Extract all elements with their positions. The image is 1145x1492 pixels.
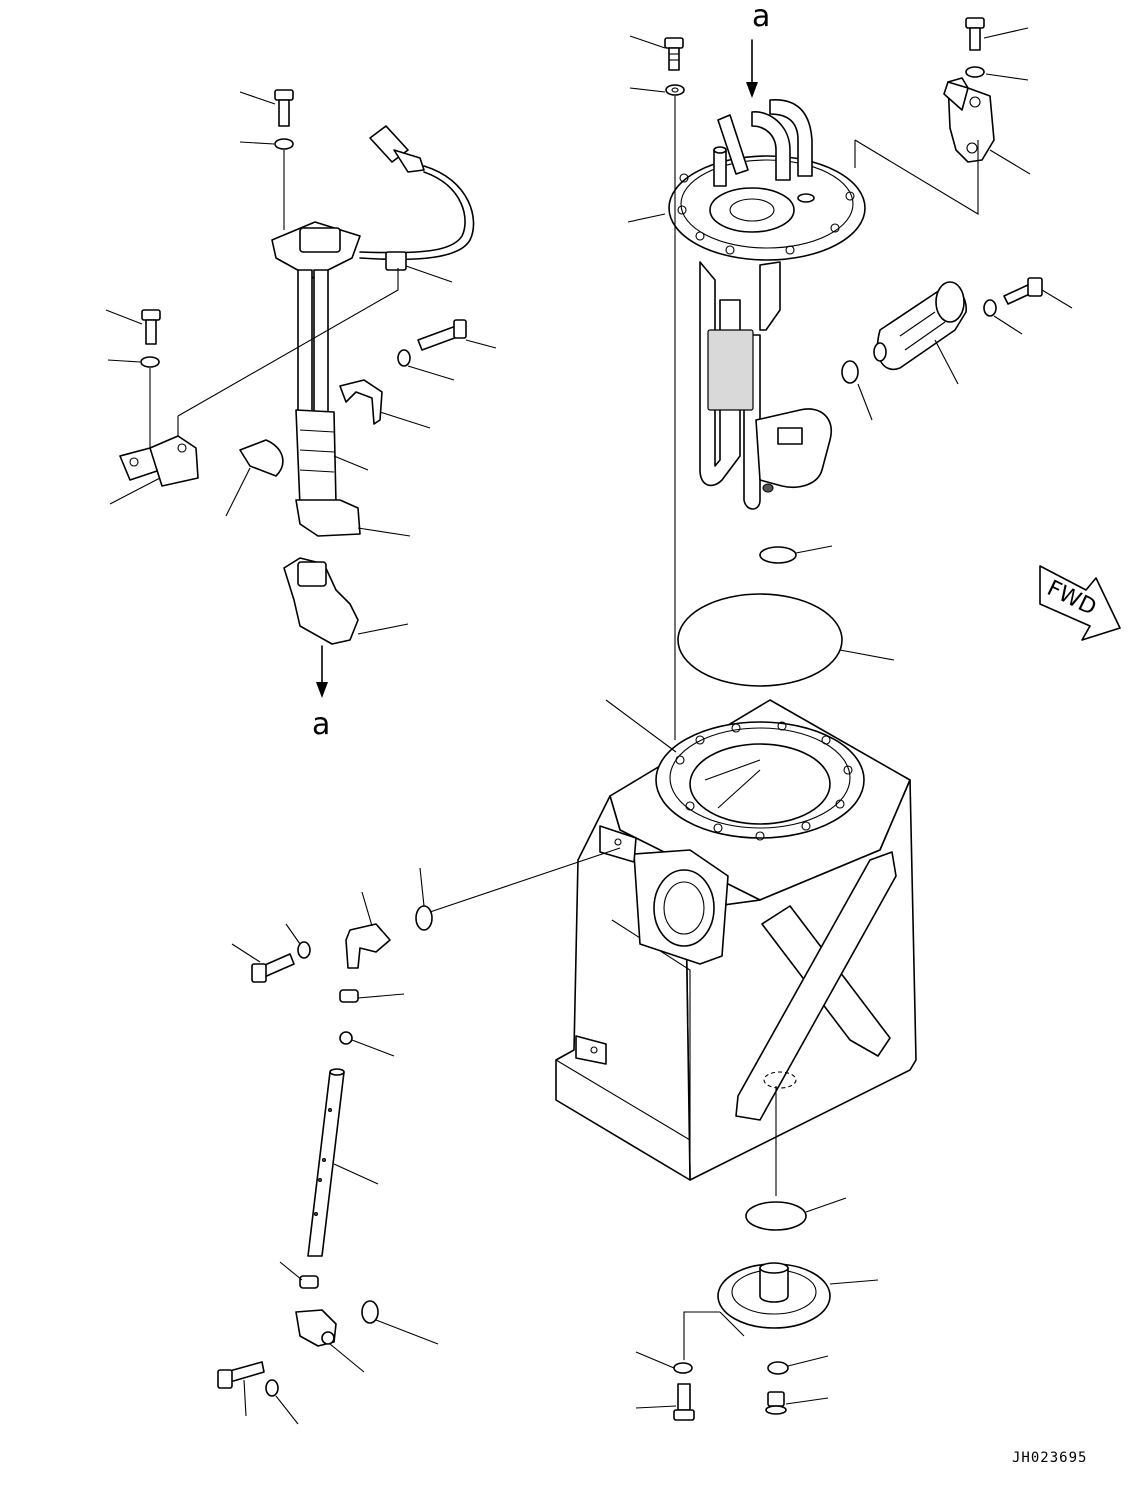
bolt-lower-elbow xyxy=(217,1361,265,1417)
pipe-elbow-lower xyxy=(295,1309,365,1373)
bolt-clamp xyxy=(417,319,497,351)
fuel-tank-body xyxy=(555,699,917,1196)
flange-leader xyxy=(627,213,666,223)
bolt-left-bracket xyxy=(105,309,161,345)
tank-leader xyxy=(605,699,677,753)
bolt-top-left xyxy=(239,89,294,127)
forward-direction-arrow: FWD xyxy=(1039,565,1121,641)
hose-clamp-lower xyxy=(279,1261,319,1289)
connector-housing xyxy=(283,557,409,645)
washer-side-port xyxy=(285,923,311,959)
return-pipe xyxy=(307,1068,379,1257)
drain-gasket xyxy=(745,1197,847,1231)
seal-small-filter xyxy=(759,545,833,564)
fuel-level-sensor xyxy=(271,125,475,537)
clamp-small xyxy=(225,439,284,517)
drain-valve xyxy=(683,1262,879,1360)
pump-sender-flange xyxy=(668,99,866,510)
washer-top-center xyxy=(629,84,685,740)
washer-left-bracket xyxy=(107,356,160,456)
svg-text:a: a xyxy=(752,0,770,34)
o-ring-drain xyxy=(767,1355,829,1375)
bolt-top-right xyxy=(965,17,1029,51)
washer-top-left xyxy=(239,138,294,230)
hose-clamp-upper xyxy=(339,989,405,1003)
bolt-pump-right xyxy=(1003,277,1073,309)
bolt-top-center xyxy=(629,35,684,71)
mounting-bracket-top-right xyxy=(854,77,1031,215)
o-ring-small-pump xyxy=(841,360,873,421)
o-ring-side-port xyxy=(415,847,621,931)
o-ring-lower-elbow xyxy=(361,1300,439,1345)
washer-top-right xyxy=(965,66,1029,81)
plug-small xyxy=(339,1031,395,1057)
bolt-drain xyxy=(635,1383,695,1421)
pipe-elbow-upper xyxy=(345,891,391,969)
sensor-mounting-bracket xyxy=(109,268,399,505)
bolt-side-port xyxy=(231,943,295,983)
washer-pump-right xyxy=(983,299,1023,335)
gasket-large-flange xyxy=(677,593,895,687)
washer-clamp xyxy=(397,349,455,381)
svg-text:a: a xyxy=(312,707,330,742)
view-marker-a-top: a xyxy=(746,0,770,98)
washer-drain xyxy=(635,1351,693,1374)
drain-plug xyxy=(765,1391,829,1415)
drawing-code: JH023695 xyxy=(1012,1450,1087,1466)
fuel-pump-cartridge xyxy=(873,281,967,385)
clip-bracket xyxy=(339,379,431,429)
washer-lower-elbow xyxy=(265,1379,299,1425)
view-marker-a-left: a xyxy=(312,645,330,742)
